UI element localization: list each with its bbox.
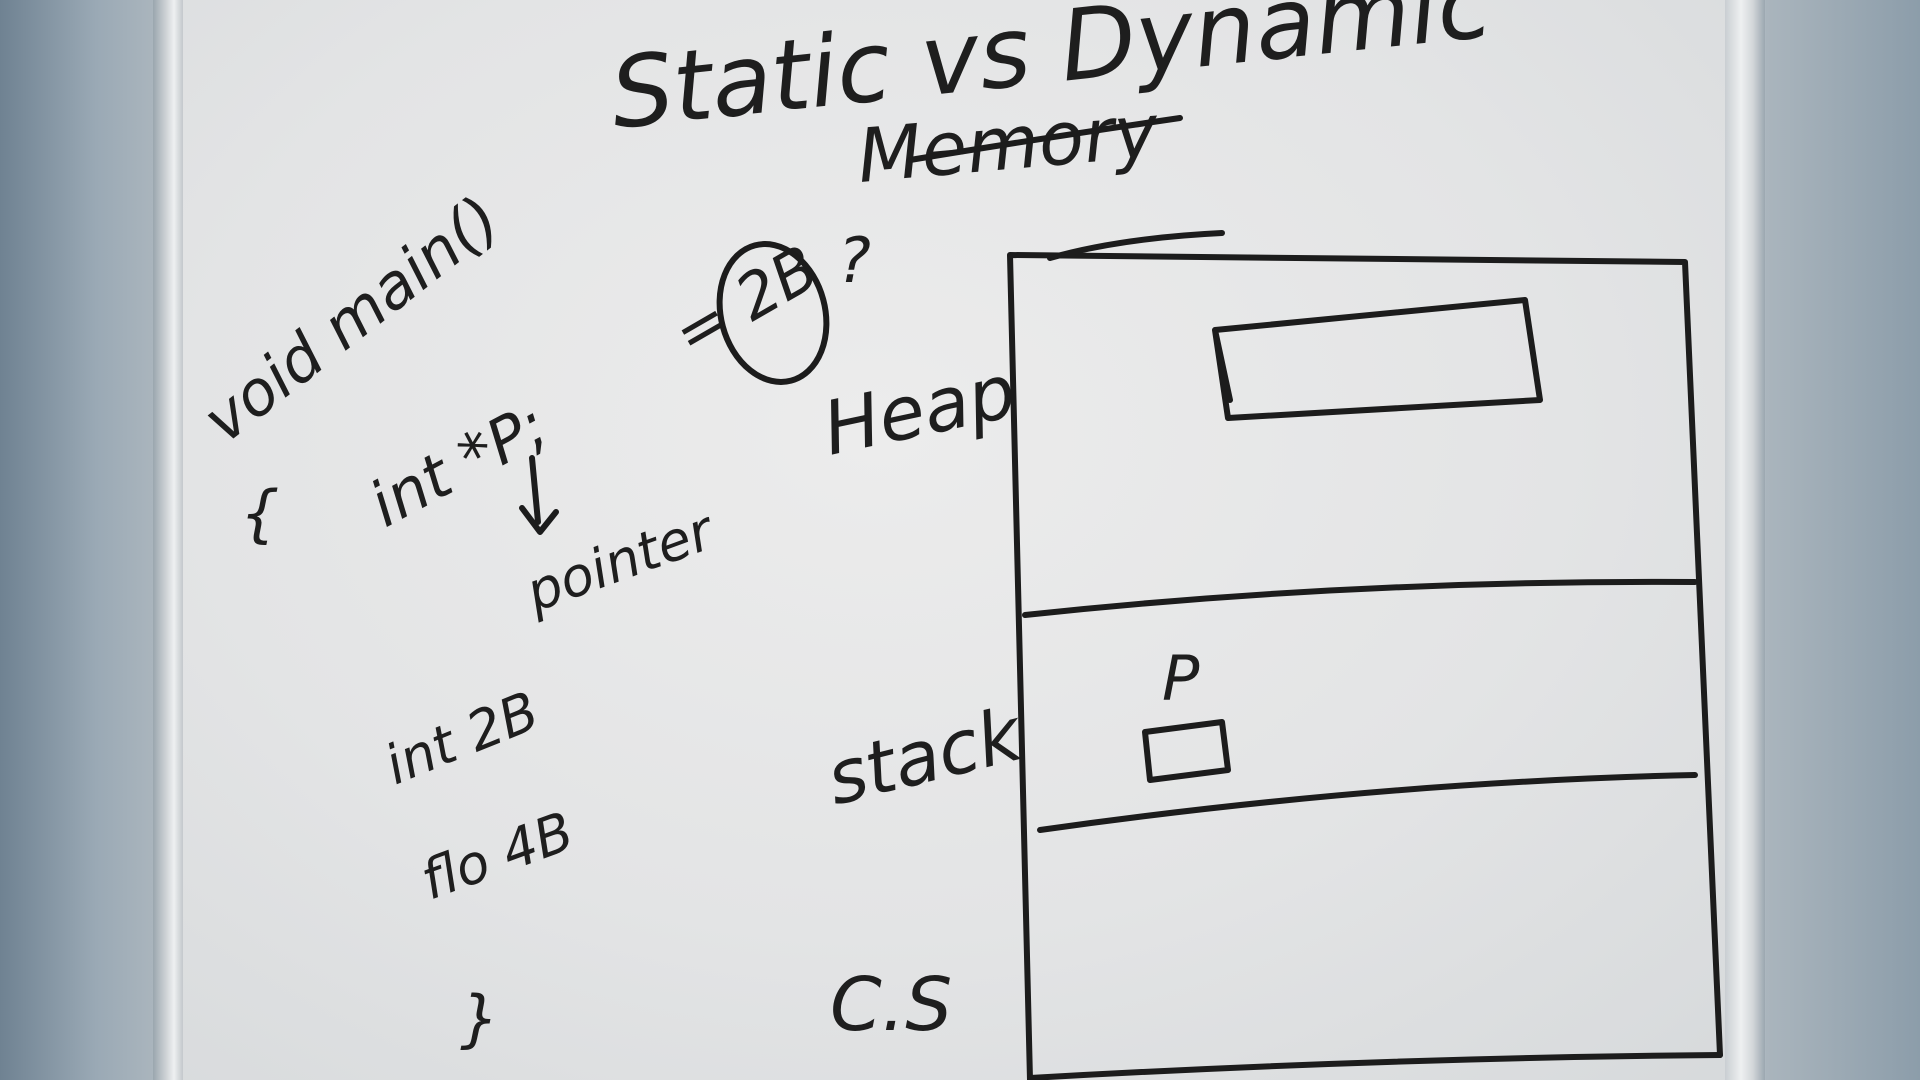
whiteboard [153, 0, 1765, 1080]
memory-block-bottom [1027, 1052, 1723, 1080]
whiteboard-frame-left [153, 0, 183, 1080]
code-question: ? [838, 224, 871, 297]
stack-variable-p: P [1162, 642, 1200, 715]
code-int-size: int 2B [376, 679, 547, 797]
stack-label: stack [819, 691, 1033, 823]
code-section-label: C.S [830, 962, 952, 1048]
whiteboard-frame-right [1725, 0, 1765, 1080]
pointer-arrow [519, 455, 559, 535]
memory-block-outline [1007, 252, 1723, 1080]
heap-stack-divider [1022, 578, 1698, 618]
code-float-size: flo 4B [413, 799, 582, 912]
stack-code-divider [1037, 772, 1698, 833]
size-circle [716, 241, 830, 385]
stack-variable-box [1142, 719, 1231, 783]
heap-label: Heap [816, 348, 1023, 472]
code-signature: void main() [189, 181, 513, 457]
memory-block-top-extra [1047, 230, 1225, 261]
code-close-brace: } [460, 982, 499, 1055]
heap-allocated-box [1212, 297, 1543, 421]
code-open-brace: { [240, 477, 279, 550]
pointer-label: pointer [517, 498, 724, 625]
title-underline [907, 115, 1183, 163]
